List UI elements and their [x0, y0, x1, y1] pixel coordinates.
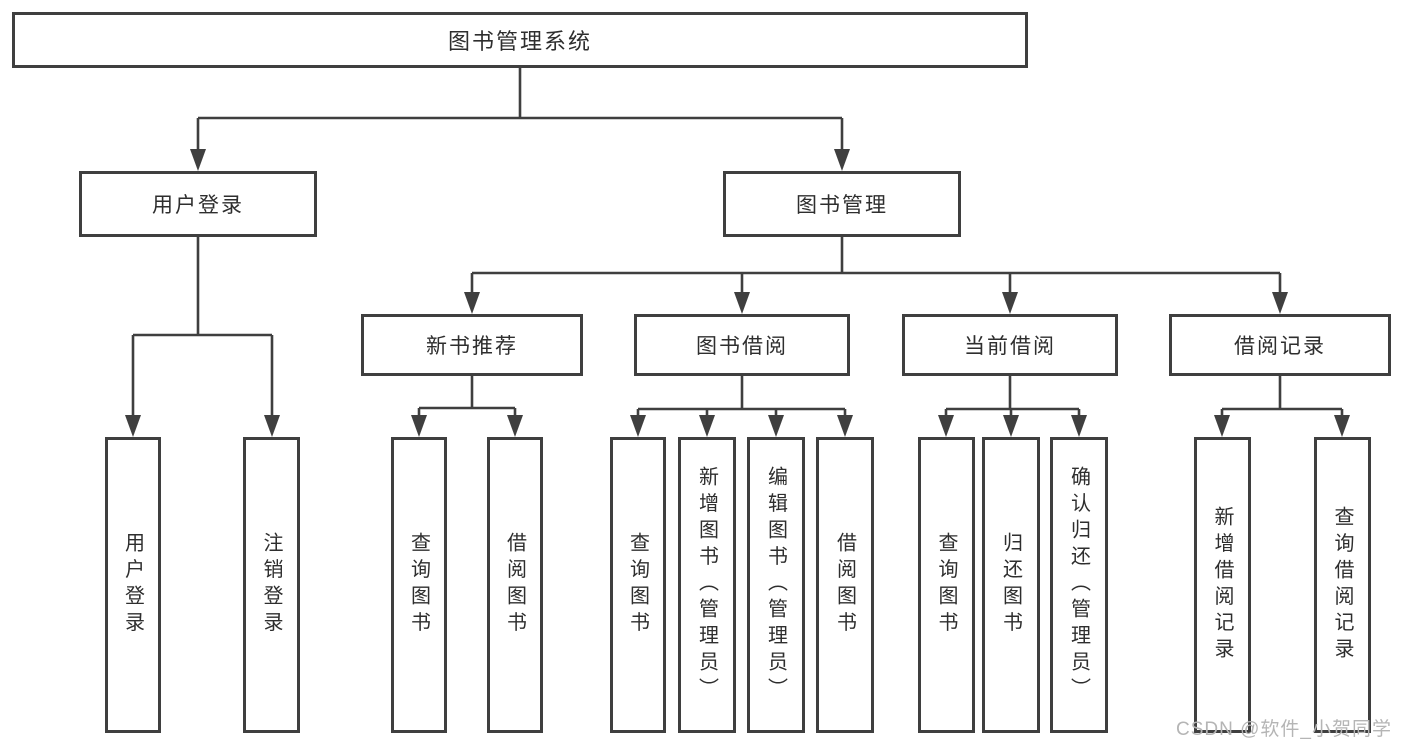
node-label: 新增借阅记录: [1211, 505, 1233, 665]
connector-book-borrow-children: [630, 376, 853, 437]
leaf-add-books-admin: 新增图书（管理员）: [678, 437, 736, 733]
leaf-logout-login: 注销登录: [243, 437, 300, 733]
node-label: 新增图书（管理员）: [695, 466, 718, 704]
leaf-query-borrow-record: 查询借阅记录: [1314, 437, 1371, 733]
node-user-login: 用户登录: [79, 171, 317, 237]
connector-book-mgmt-children: [464, 237, 1288, 314]
connector-borrow-record-children: [1214, 376, 1350, 437]
node-new-book-recommend: 新书推荐: [361, 314, 583, 376]
node-label: 查询图书: [626, 532, 649, 638]
leaf-query-books-borrowing: 查询图书: [610, 437, 666, 733]
connector-new-book-children: [411, 376, 523, 437]
node-label: 归还图书: [999, 532, 1022, 638]
leaf-borrow-books-recommend: 借阅图书: [487, 437, 543, 733]
node-label: 当前借阅: [964, 335, 1056, 358]
connector-user-login-children: [125, 237, 280, 437]
leaf-borrow-books-borrowing: 借阅图书: [816, 437, 874, 733]
node-label: 借阅记录: [1234, 335, 1326, 358]
node-library-management-system: 图书管理系统: [12, 12, 1028, 68]
node-label: 用户登录: [121, 532, 144, 638]
node-label: 新书推荐: [426, 335, 518, 358]
leaf-query-books-recommend: 查询图书: [391, 437, 447, 733]
node-label: 借阅图书: [833, 532, 856, 638]
leaf-query-books-current: 查询图书: [918, 437, 975, 733]
node-label: 图书管理系统: [447, 29, 592, 54]
connector-current-borrow-children: [938, 376, 1087, 437]
node-label: 图书管理: [796, 194, 888, 217]
node-current-borrowing: 当前借阅: [902, 314, 1118, 376]
leaf-edit-books-admin: 编辑图书（管理员）: [747, 437, 805, 733]
leaf-add-borrow-record: 新增借阅记录: [1194, 437, 1251, 733]
node-label: 查询借阅记录: [1331, 505, 1353, 665]
watermark: CSDN @软件_小贺同学: [1176, 719, 1392, 740]
node-book-management: 图书管理: [723, 171, 961, 237]
node-book-borrowing: 图书借阅: [634, 314, 850, 376]
node-label: 编辑图书（管理员）: [764, 466, 787, 704]
node-label: 查询图书: [407, 532, 430, 638]
node-label: 借阅图书: [503, 532, 526, 638]
node-label: 查询图书: [935, 532, 957, 638]
leaf-return-books: 归还图书: [982, 437, 1040, 733]
node-label: 确认归还（管理员）: [1067, 466, 1090, 704]
connector-root-to-level2: [190, 68, 850, 171]
node-borrowing-records: 借阅记录: [1169, 314, 1391, 376]
leaf-confirm-return-admin: 确认归还（管理员）: [1050, 437, 1108, 733]
leaf-user-login: 用户登录: [105, 437, 161, 733]
node-label: 注销登录: [260, 532, 282, 638]
node-label: 图书借阅: [696, 335, 788, 358]
node-label: 用户登录: [152, 194, 244, 217]
